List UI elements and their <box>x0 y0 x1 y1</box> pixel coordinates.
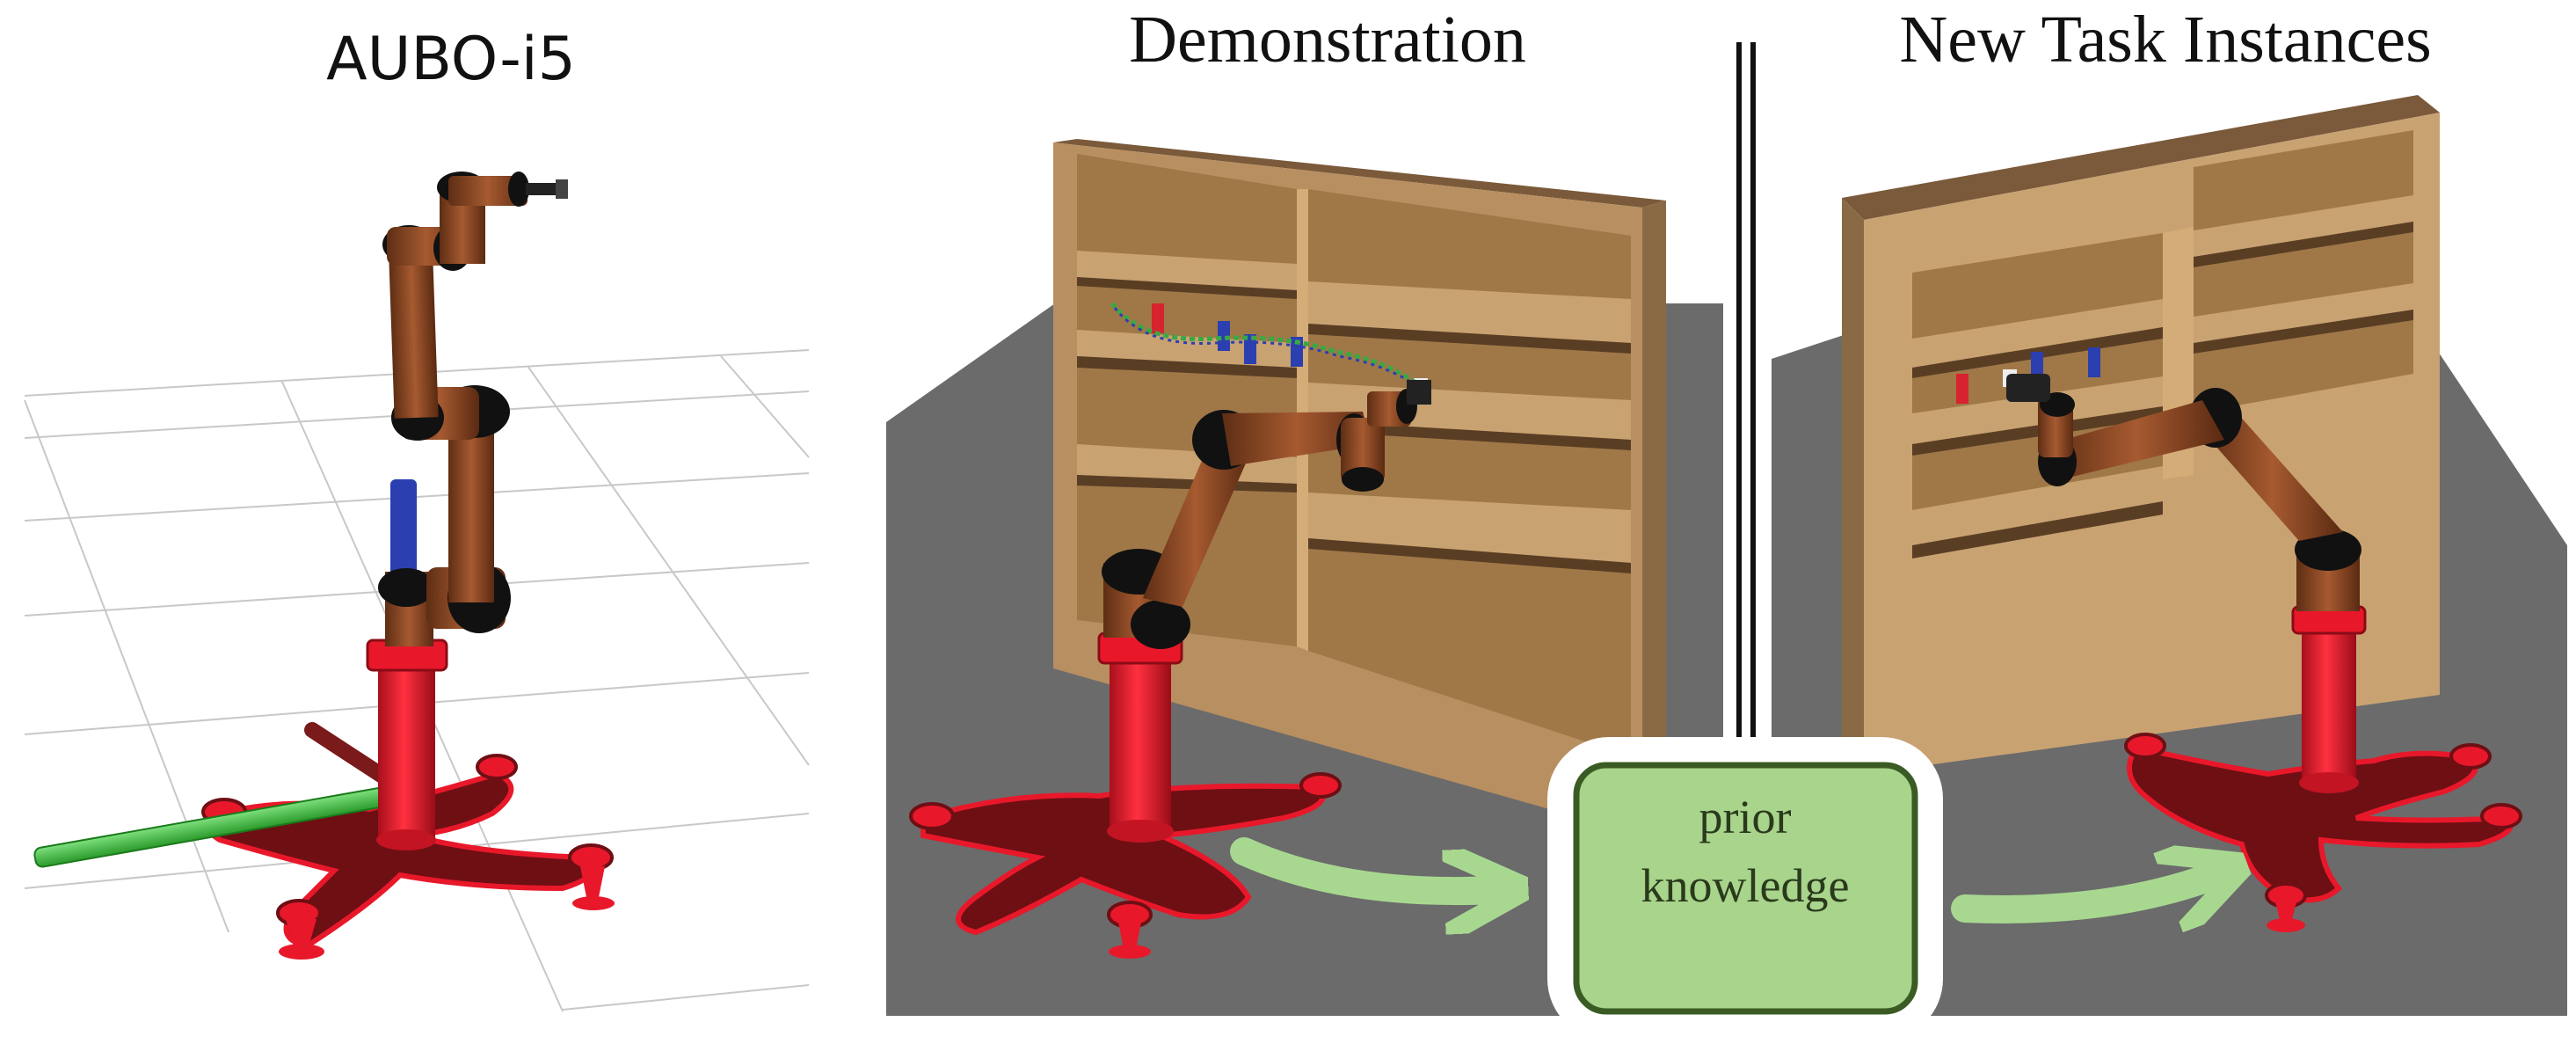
demo-robot-base <box>909 631 1342 959</box>
robot-panel-title: AUBO-i5 <box>326 25 576 94</box>
knowledge-to-new-tasks-arrow <box>1951 875 2216 909</box>
new-tasks-panel-title: New Task Instances <box>1899 3 2431 77</box>
new-robot-arm <box>2006 374 2361 611</box>
demo-shelf <box>1053 139 1666 836</box>
demonstration-panel-title: Demonstration <box>1129 3 1526 77</box>
knowledge-line-1: prior <box>1699 791 1792 843</box>
demo-to-knowledge-arrow <box>1230 837 1495 891</box>
robot-arm <box>378 172 568 646</box>
robot-model-panel <box>24 172 810 1012</box>
z-axis-blue <box>390 479 417 576</box>
new-robot-base <box>2124 605 2522 932</box>
prior-knowledge-box: prior knowledge <box>1547 737 1943 1040</box>
robot-pedestal <box>366 639 448 850</box>
demonstration-panel <box>886 139 1723 1016</box>
demo-robot-arm <box>1102 380 1431 649</box>
demo-trajectory <box>1110 302 1417 385</box>
knowledge-line-2: knowledge <box>1641 859 1850 912</box>
new-tasks-panel <box>1772 95 2567 1016</box>
